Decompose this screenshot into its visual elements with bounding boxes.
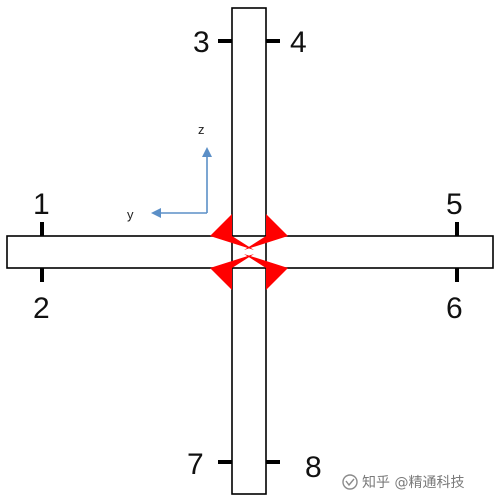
- label-4: 4: [290, 26, 307, 59]
- label-8: 8: [305, 451, 322, 484]
- weld-bottom-right: [244, 254, 288, 290]
- z-axis-label: z: [198, 122, 205, 137]
- label-1: 1: [33, 188, 50, 221]
- horizontal-plate: [6, 235, 494, 269]
- watermark-text: 知乎 @精通科技: [362, 474, 464, 491]
- label-7: 7: [187, 448, 204, 481]
- coordinate-axes: z y: [127, 122, 212, 222]
- y-axis-arrowhead: [151, 208, 161, 218]
- watermark: 知乎 @精通科技: [342, 474, 464, 491]
- weld-top-right: [244, 214, 288, 250]
- tick-marks: [40, 39, 459, 464]
- wechat-channel-icon: [342, 474, 358, 490]
- label-5: 5: [446, 188, 463, 221]
- fillet-welds: [210, 214, 288, 290]
- label-6: 6: [446, 292, 463, 325]
- weld-bottom-left: [210, 254, 254, 290]
- weld-top-left: [210, 214, 254, 250]
- y-axis-label: y: [127, 207, 134, 222]
- label-3: 3: [193, 26, 210, 59]
- z-axis-arrowhead: [202, 147, 212, 157]
- label-2: 2: [33, 292, 50, 325]
